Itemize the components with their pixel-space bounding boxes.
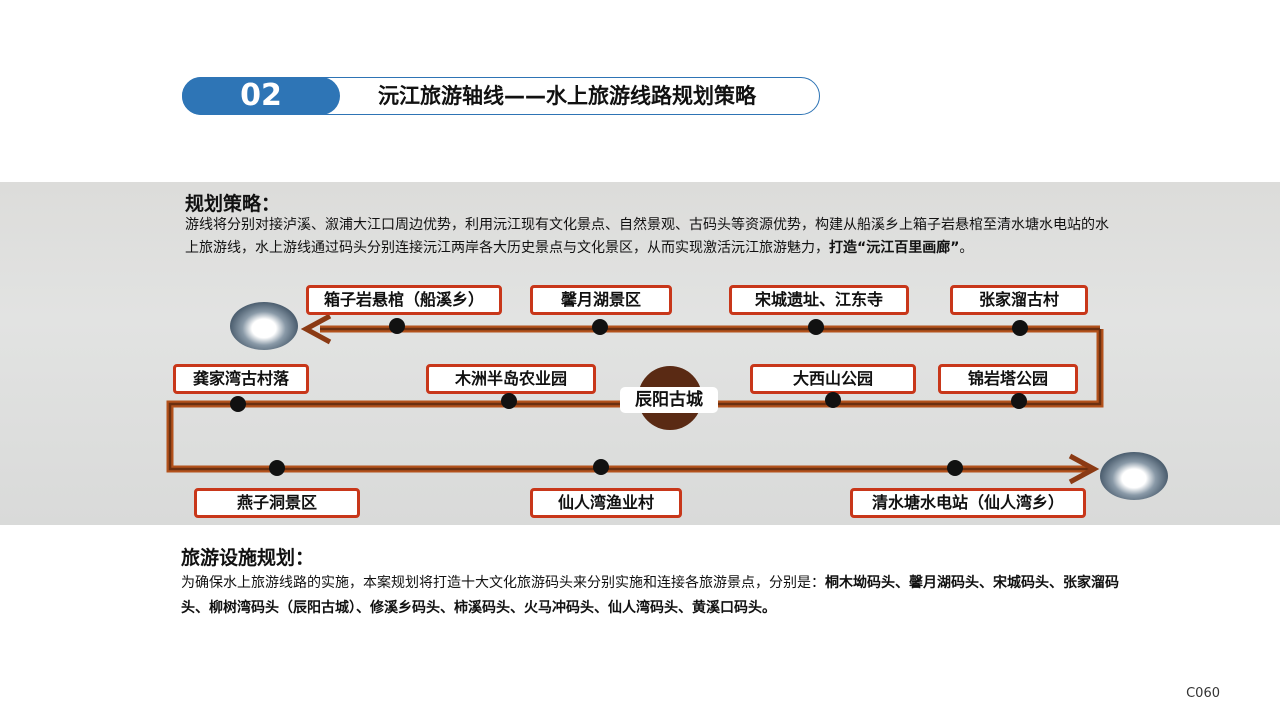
- page-number: C060: [1186, 686, 1220, 701]
- section-title: 沅江旅游轴线——水上旅游线路规划策略: [378, 84, 756, 108]
- stop-label: 馨月湖景区: [530, 285, 672, 315]
- boat-end-image: [1100, 452, 1168, 500]
- stop-label: 仙人湾渔业村: [530, 488, 682, 518]
- section-number: 02: [182, 77, 340, 115]
- strategy-highlight: 打造“沅江百里画廊”: [829, 240, 960, 256]
- stop-label: 锦岩塔公园: [938, 364, 1078, 394]
- center-label: 辰阳古城: [620, 387, 718, 413]
- stop-label: 燕子洞景区: [194, 488, 360, 518]
- boat-start-image: [230, 302, 298, 350]
- stop-dot: [501, 393, 517, 409]
- stop-dot: [808, 319, 824, 335]
- stop-label: 箱子岩悬棺（船溪乡）: [306, 285, 502, 315]
- stop-dot: [1012, 320, 1028, 336]
- stop-dot: [269, 460, 285, 476]
- facilities-docks: 桐木坳码头、馨月湖码头、宋城码头、张家溜码头、柳树湾码头（辰阳古城）、修溪乡码头…: [181, 575, 1119, 616]
- section-header: 02 沅江旅游轴线——水上旅游线路规划策略: [182, 77, 820, 115]
- strategy-body: 游线将分别对接泸溪、溆浦大江口周边优势，利用沅江现有文化景点、自然景观、古码头等…: [185, 217, 1109, 256]
- strategy-text: 游线将分别对接泸溪、溆浦大江口周边优势，利用沅江现有文化景点、自然景观、古码头等…: [185, 214, 1115, 260]
- stop-label: 张家溜古村: [950, 285, 1088, 315]
- stop-dot: [593, 459, 609, 475]
- stop-label: 清水塘水电站（仙人湾乡）: [850, 488, 1086, 518]
- stop-label: 木洲半岛农业园: [426, 364, 596, 394]
- stop-dot: [1011, 393, 1027, 409]
- stop-label: 龚家湾古村落: [173, 364, 309, 394]
- strategy-end: 。: [959, 240, 974, 256]
- stop-dot: [947, 460, 963, 476]
- strategy-title: 规划策略：: [185, 193, 281, 215]
- stop-label: 大西山公园: [750, 364, 916, 394]
- stop-dot: [592, 319, 608, 335]
- stop-label: 宋城遗址、江东寺: [729, 285, 909, 315]
- facilities-text: 为确保水上旅游线路的实施，本案规划将打造十大文化旅游码头来分别实施和连接各旅游景…: [181, 571, 1121, 621]
- facilities-title: 旅游设施规划：: [181, 547, 315, 569]
- facilities-body: 为确保水上旅游线路的实施，本案规划将打造十大文化旅游码头来分别实施和连接各旅游景…: [181, 575, 825, 591]
- stop-dot: [825, 392, 841, 408]
- stop-dot: [230, 396, 246, 412]
- stop-dot: [389, 318, 405, 334]
